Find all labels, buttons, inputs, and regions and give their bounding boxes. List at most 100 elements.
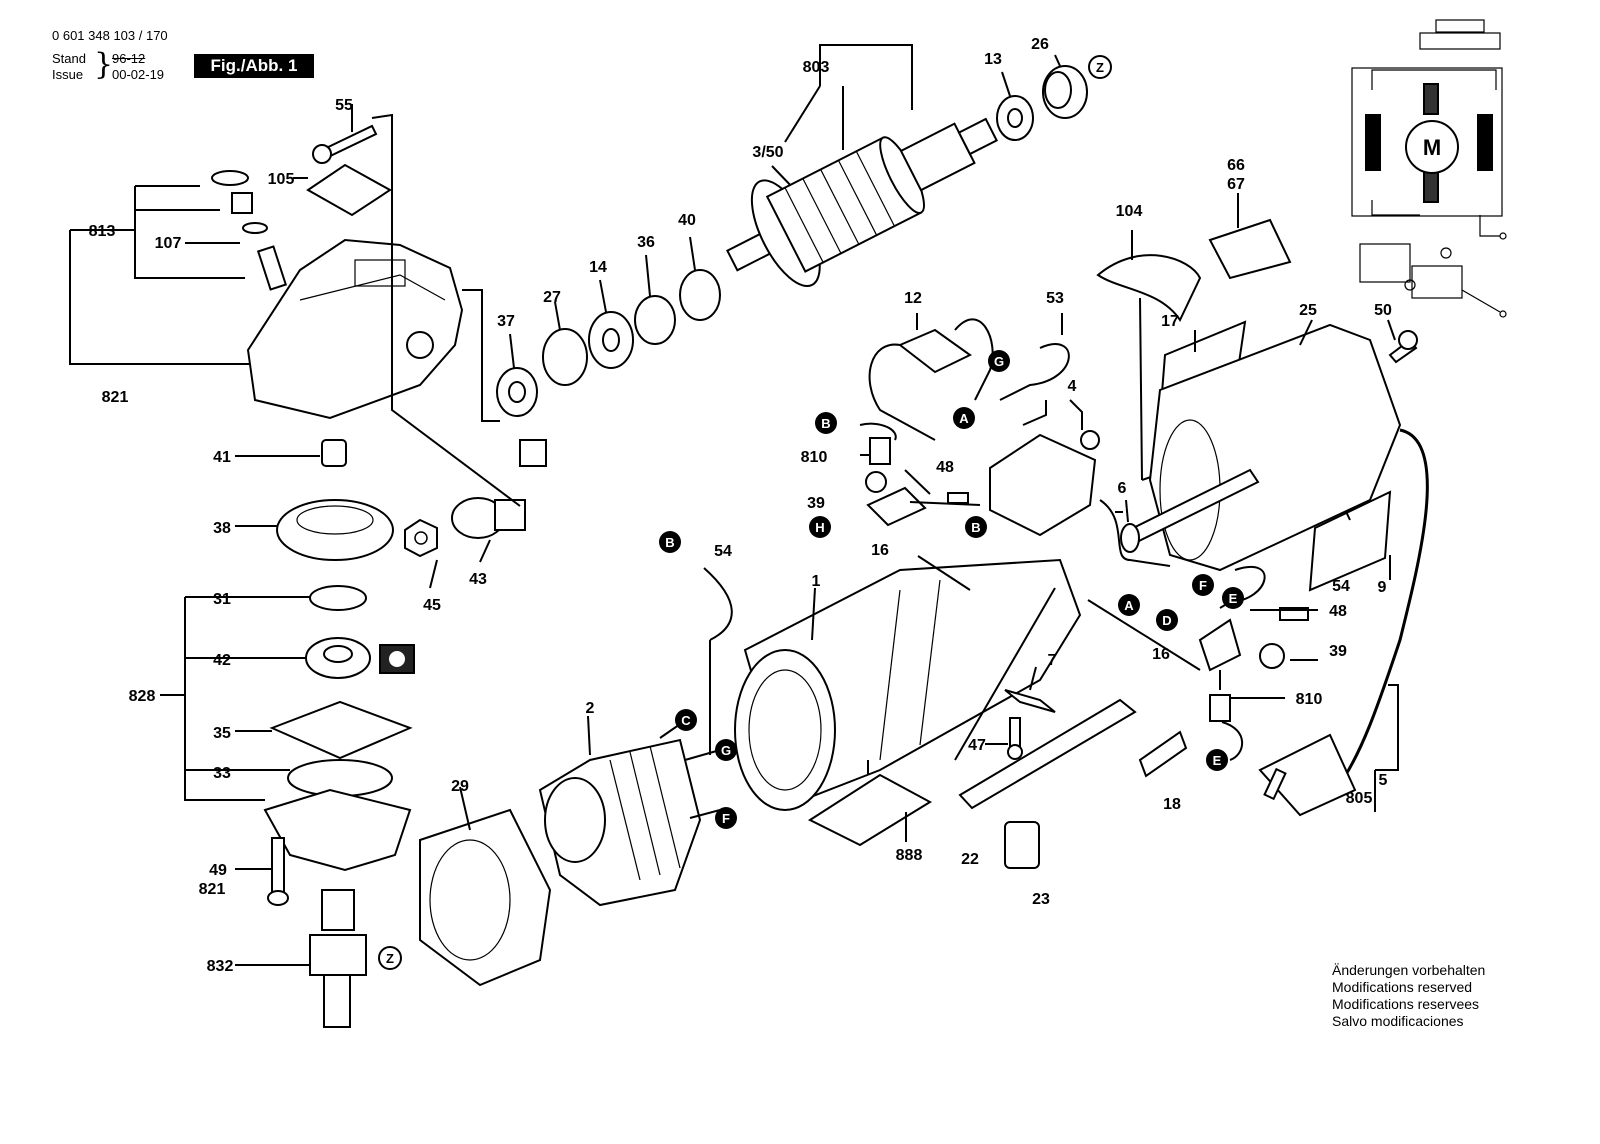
part-label: 39 [1329, 643, 1347, 660]
plug [1258, 733, 1357, 817]
label-9 [1308, 490, 1392, 592]
part-label: 888 [896, 847, 923, 864]
part-label: 50 [1374, 302, 1392, 319]
switch-holder [1004, 689, 1056, 713]
part-label: 26 [1031, 36, 1049, 53]
label-66 [1208, 218, 1292, 280]
spindle-thread [323, 974, 351, 1028]
connector-g-label: G [721, 743, 731, 758]
stand-label: Stand [52, 51, 86, 66]
brush-holder [866, 486, 927, 527]
lock-button[interactable] [211, 170, 249, 186]
part-label: 803 [803, 59, 830, 76]
part-label: 3/50 [752, 144, 783, 161]
lock-pin [256, 245, 288, 291]
connector-z-marker [378, 946, 402, 970]
brush-holder-right [1198, 618, 1242, 672]
doc-number: 0 601 348 103 / 170 [52, 28, 168, 43]
part-label: 17 [1161, 313, 1179, 330]
part-label: 4 [1068, 378, 1077, 395]
part-label: 104 [1116, 203, 1143, 220]
gear-housing[interactable] [246, 238, 464, 420]
part-label: 25 [1299, 302, 1317, 319]
spring-icon [231, 192, 253, 214]
circlip [309, 585, 367, 611]
slide-switch[interactable] [958, 698, 1137, 810]
part-label: 54 [714, 543, 732, 560]
connector-f-label: F [1199, 578, 1207, 593]
on-off-switch[interactable] [989, 433, 1097, 537]
part-label: 805 [1346, 790, 1373, 807]
part-label: 2 [586, 700, 595, 717]
wiring-schematic: M [1351, 19, 1507, 318]
stand-value: 96-12 [112, 51, 146, 66]
gasket [269, 700, 413, 760]
connector-f-label: F [722, 811, 730, 826]
motor-housing-group [419, 558, 1188, 987]
part-label: 27 [543, 289, 561, 306]
part-label: 48 [936, 459, 954, 476]
connector-a-label: A [1124, 598, 1134, 613]
part-label: 16 [1152, 646, 1170, 663]
power-cable [1333, 428, 1429, 791]
modifications-line: Modifications reservees [1332, 996, 1480, 1012]
part-label: 41 [213, 449, 231, 466]
switch-button[interactable] [1004, 821, 1040, 869]
part-label: 16 [871, 542, 889, 559]
part-label: 33 [213, 765, 231, 782]
part-label: 42 [213, 652, 231, 669]
figure-label: Fig./Abb. 1 [194, 54, 314, 78]
part-label: 55 [335, 97, 353, 114]
connector-c-label: C [681, 713, 691, 728]
part-label: 39 [807, 495, 825, 512]
connector-e-label: E [1213, 753, 1222, 768]
part-label: 54 [1332, 578, 1350, 595]
part-label: 35 [213, 725, 231, 742]
part-label: 1 [812, 573, 821, 590]
connector-b-label: B [665, 535, 674, 550]
part-label: 31 [213, 591, 231, 608]
label-104 [1096, 254, 1202, 323]
suppressor [898, 328, 972, 374]
ring-36 [634, 295, 676, 345]
connector-d-label: D [1162, 613, 1171, 628]
armature-group [496, 44, 1088, 467]
o-ring [287, 759, 393, 797]
part-label: 38 [213, 520, 231, 537]
part-label: 813 [89, 223, 116, 240]
part-label: 43 [469, 571, 487, 588]
armature[interactable] [706, 77, 1017, 312]
needle-bearing [321, 439, 347, 467]
motor-label: M [1423, 135, 1441, 160]
screw-49 [271, 837, 285, 894]
spring-39-right [1259, 643, 1285, 669]
modifications-line: Salvo modificaciones [1332, 1013, 1464, 1029]
part-label: 828 [129, 688, 156, 705]
modifications-note: Änderungen vorbehalten Modifications res… [1332, 962, 1485, 1030]
spring-18 [1138, 730, 1188, 778]
part-number-labels: 55 105 813 107 821 41 38 31 42 828 35 33… [89, 36, 1392, 975]
modifications-line: Modifications reserved [1332, 979, 1473, 995]
part-label: 14 [589, 259, 607, 276]
connector-g-label: G [994, 354, 1004, 369]
motor-cover[interactable] [1148, 323, 1402, 572]
part-label: 821 [199, 881, 226, 898]
part-label: 12 [904, 290, 922, 307]
part-label: 7 [1048, 652, 1057, 669]
part-label: 36 [637, 234, 655, 251]
bearing-flange [263, 788, 412, 872]
part-label: 107 [155, 235, 182, 252]
part-label: 29 [451, 778, 469, 795]
part-label: 53 [1046, 290, 1064, 307]
label-plate [306, 163, 392, 217]
part-label: 66 [1227, 157, 1245, 174]
part-label: 47 [968, 737, 986, 754]
screw-48 [947, 492, 969, 504]
connector-e-label: E [1229, 591, 1238, 606]
part-label: 18 [1163, 796, 1181, 813]
part-label: 37 [497, 313, 515, 330]
carbon-brush [869, 437, 891, 465]
motor-icon [1405, 120, 1459, 174]
bush-27 [542, 328, 588, 386]
